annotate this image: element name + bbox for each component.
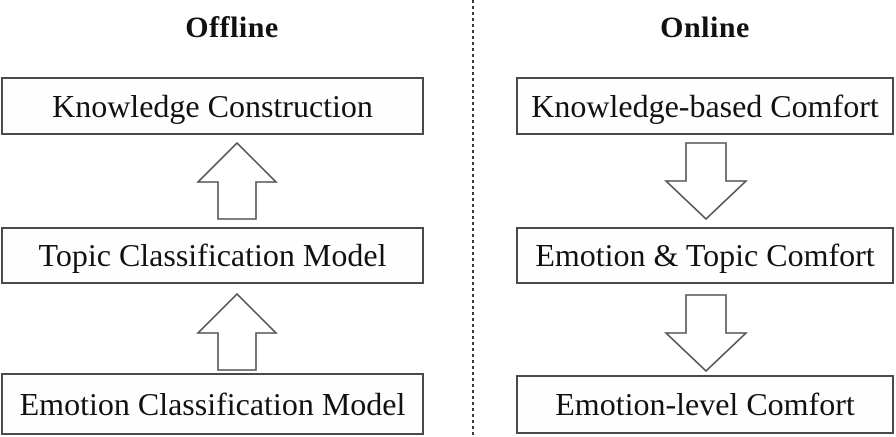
- flow-box-topic-classification-model: Topic Classification Model: [1, 227, 424, 284]
- flow-box-emotion-classification-model: Emotion Classification Model: [1, 373, 424, 435]
- down-block-arrow-icon: [664, 294, 748, 373]
- up-block-arrow-icon: [196, 141, 278, 220]
- down-block-arrow-icon: [664, 142, 748, 221]
- column-divider: [472, 0, 474, 437]
- flow-box-knowledge-based-comfort: Knowledge-based Comfort: [516, 77, 894, 135]
- column-title-online: Online: [660, 11, 750, 44]
- flow-box-knowledge-construction: Knowledge Construction: [1, 77, 424, 135]
- flow-box-emotion-level-comfort: Emotion-level Comfort: [516, 375, 894, 434]
- flow-box-emotion-and-topic-comfort: Emotion & Topic Comfort: [516, 227, 894, 284]
- up-block-arrow-icon: [196, 292, 278, 371]
- column-title-offline: Offline: [185, 11, 279, 44]
